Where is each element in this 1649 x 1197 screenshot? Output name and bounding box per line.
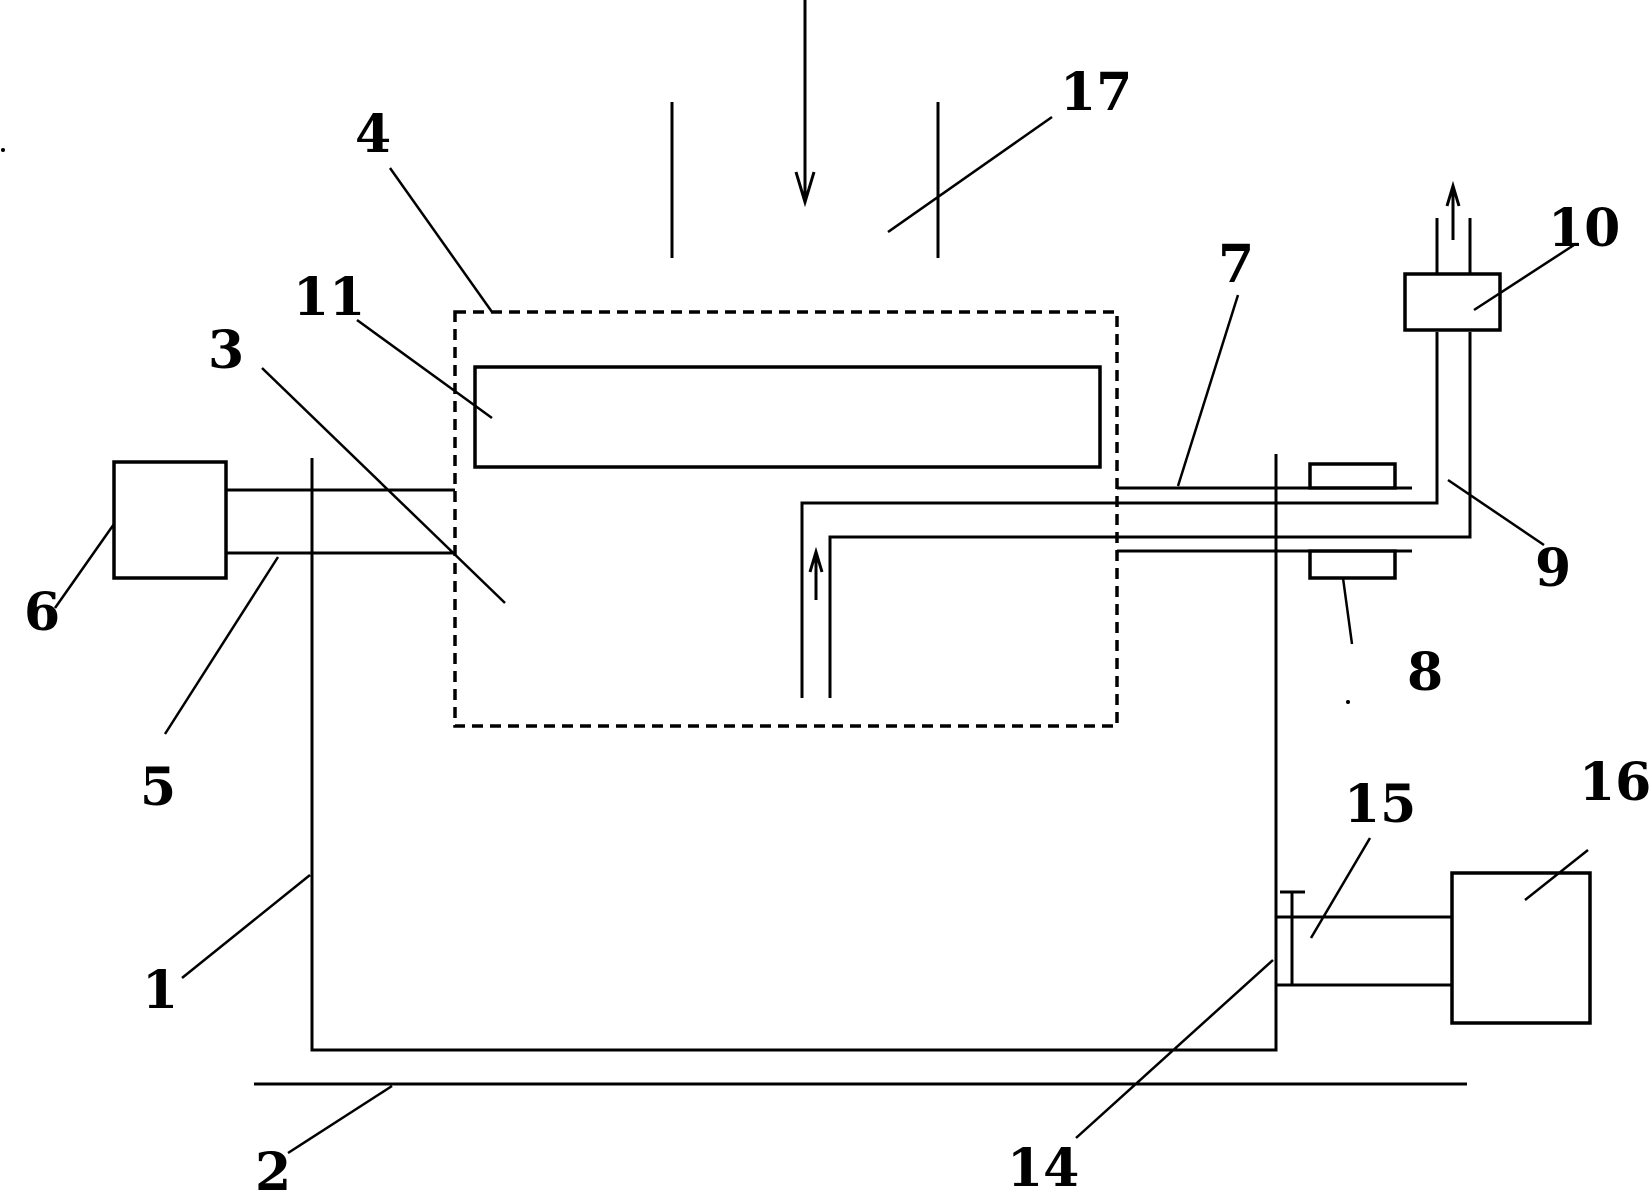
- leader-17: [887, 115, 1053, 234]
- inner-element-box: [473, 365, 1102, 469]
- leader-11: [356, 318, 493, 420]
- flow-arrow-up-head: [808, 546, 824, 573]
- label-14: 14: [1007, 1138, 1079, 1197]
- leader-4: [388, 167, 494, 313]
- pump-unit-box: [1450, 871, 1592, 1025]
- label-11: 11: [293, 267, 365, 328]
- feed-arrow-head: [794, 171, 816, 208]
- label-16: 16: [1579, 752, 1649, 813]
- seal-block-top: [1308, 462, 1397, 490]
- speck-dot: [1, 148, 5, 152]
- tube-9-inner: [828, 332, 1472, 698]
- dashed-chamber: [453, 310, 1119, 728]
- leader-9: [1447, 478, 1545, 547]
- leader-14: [1075, 959, 1274, 1139]
- tube-9-outer: [800, 332, 1439, 698]
- left-unit-box: [112, 460, 228, 580]
- leader-5: [163, 556, 280, 735]
- speck-dot: [1346, 700, 1350, 704]
- label-8: 8: [1407, 642, 1443, 703]
- label-1: 1: [142, 960, 178, 1021]
- leader-8: [1341, 577, 1354, 645]
- label-9: 9: [1535, 538, 1571, 599]
- label-3: 3: [208, 320, 244, 381]
- label-10: 10: [1548, 198, 1620, 259]
- leader-16: [1524, 849, 1589, 901]
- label-2: 2: [255, 1142, 291, 1197]
- tank-outline: [310, 454, 1278, 1052]
- leader-6: [53, 523, 116, 609]
- leader-1: [181, 874, 311, 979]
- leader-10: [1473, 243, 1575, 312]
- leader-2: [287, 1084, 393, 1155]
- label-7: 7: [1218, 234, 1254, 295]
- leader-15: [1309, 837, 1372, 939]
- outlet-arrow-head: [1445, 180, 1461, 207]
- leader-3: [261, 367, 506, 604]
- label-15: 15: [1344, 774, 1416, 835]
- label-5: 5: [140, 757, 176, 818]
- valve-box: [1403, 272, 1502, 332]
- label-17: 17: [1060, 62, 1132, 123]
- label-4: 4: [355, 104, 391, 165]
- seal-block-bottom: [1308, 549, 1397, 580]
- label-6: 6: [24, 582, 60, 643]
- leader-7: [1176, 294, 1240, 487]
